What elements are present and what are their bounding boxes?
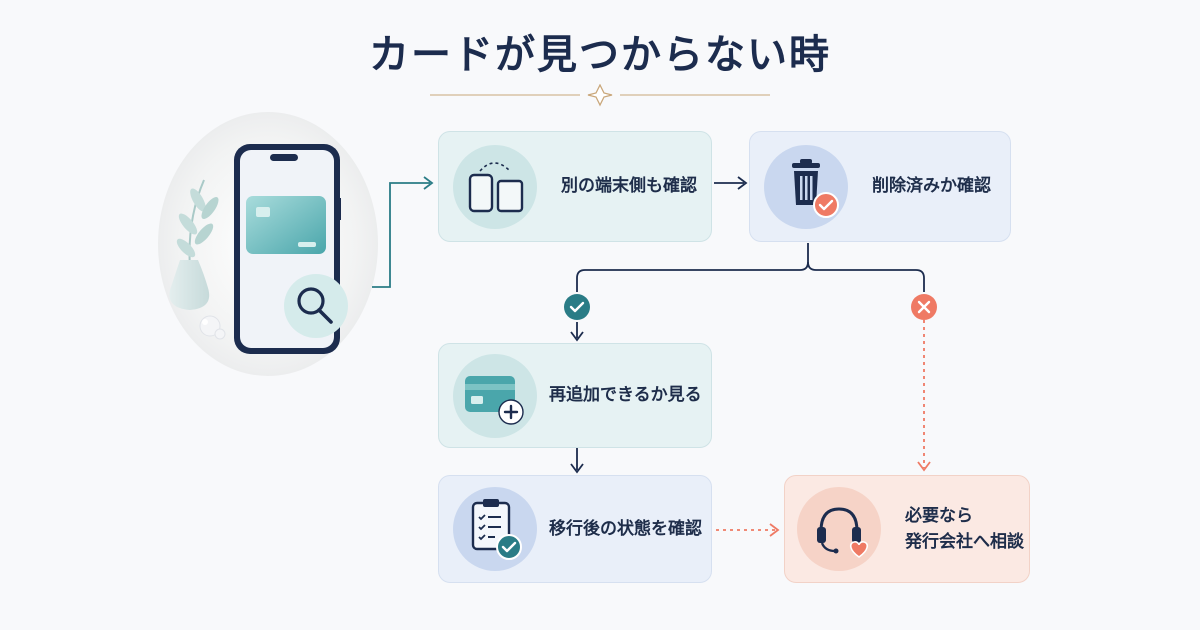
page-title: カードが見つからない時 [369, 31, 831, 78]
step-deleted-check: 削除済みか確認 [749, 131, 1011, 242]
no-cross-icon [911, 294, 937, 320]
step-re-add: 再追加できるか見る [438, 343, 712, 448]
phone-illustration [158, 112, 378, 376]
devices-icon [453, 144, 537, 229]
title-divider [430, 84, 770, 107]
vase-decoration [169, 260, 210, 310]
step-label-line1: 必要なら [905, 505, 973, 526]
step-label: 移行後の状態を確認 [549, 518, 702, 539]
step-after-migration: 移行後の状態を確認 [438, 475, 712, 583]
add-card-icon [453, 353, 537, 438]
plant-decoration [176, 179, 219, 269]
yes-check-icon [564, 294, 590, 320]
trash-icon [764, 144, 848, 229]
step-contact-issuer: 必要なら 発行会社へ相談 [784, 475, 1030, 583]
step-other-device: 別の端末側も確認 [438, 131, 712, 242]
step-label: 削除済みか確認 [872, 176, 991, 197]
headset-heart-icon [797, 487, 881, 571]
step-label: 別の端末側も確認 [561, 176, 697, 197]
clipboard-check-icon [453, 487, 537, 571]
step-label: 再追加できるか見る [549, 385, 702, 406]
step-label-line2: 発行会社へ相談 [905, 532, 1024, 552]
contact-text: 必要なら 発行会社へ相談 [905, 503, 1024, 556]
